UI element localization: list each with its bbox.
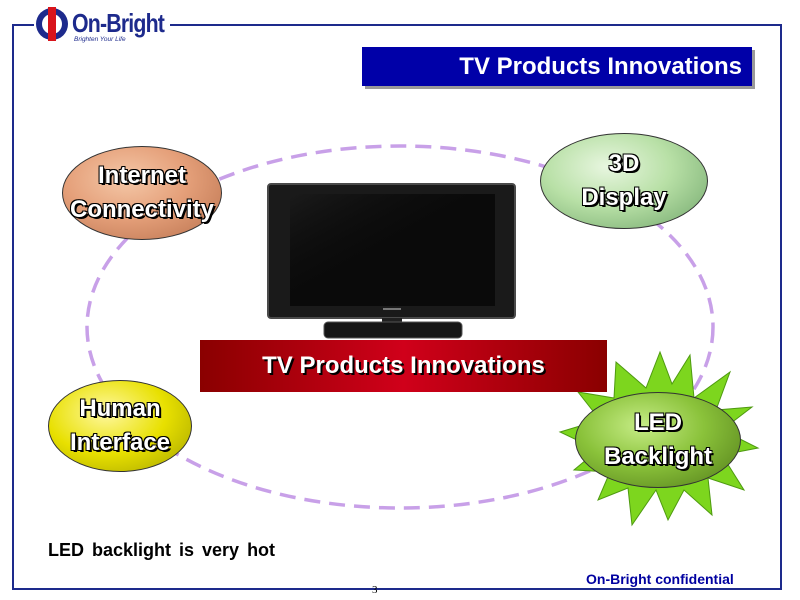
center-banner: TV Products Innovations: [200, 340, 607, 392]
node-led-label: LED Backlight: [604, 406, 712, 474]
tv-icon: [267, 183, 516, 339]
slide-title: TV Products Innovations: [362, 47, 752, 86]
node-led-line2: Backlight: [603, 443, 713, 470]
frame-top-left: [12, 24, 34, 26]
node-internet-label: Internet Connectivity: [70, 159, 214, 227]
page-number: 3: [372, 584, 378, 596]
node-internet-line2: Connectivity: [69, 196, 215, 223]
footer-confidential: On-Bright confidential: [586, 571, 734, 587]
dashed-ring: [85, 144, 715, 510]
frame-left: [12, 24, 14, 590]
logo-tagline: Brighten Your Life: [74, 36, 126, 43]
node-3d-line2: Display: [581, 184, 667, 211]
slide-note: LED backlight is very hot: [48, 540, 276, 560]
node-3d-line1: 3D: [608, 150, 640, 177]
node-internet-connectivity: Internet Connectivity: [62, 146, 222, 240]
frame-bottom: [12, 588, 782, 590]
on-bright-logo: On-Bright Brighten Your Life: [36, 6, 170, 46]
node-led-line1: LED: [634, 409, 682, 436]
logo-name: On-Bright: [72, 8, 165, 38]
node-human-line2: Interface: [69, 429, 171, 456]
node-human-line1: Human: [79, 395, 161, 422]
node-human-interface: Human Interface: [48, 380, 192, 472]
node-internet-line1: Internet: [97, 162, 186, 189]
node-3d-display: 3D Display: [540, 133, 708, 229]
frame-top: [170, 24, 782, 26]
on-bright-logo-icon: [36, 7, 68, 41]
node-human-label: Human Interface: [70, 392, 170, 460]
frame-right: [780, 24, 782, 590]
node-3d-label: 3D Display: [581, 147, 666, 215]
node-led-backlight: LED Backlight: [575, 392, 741, 488]
